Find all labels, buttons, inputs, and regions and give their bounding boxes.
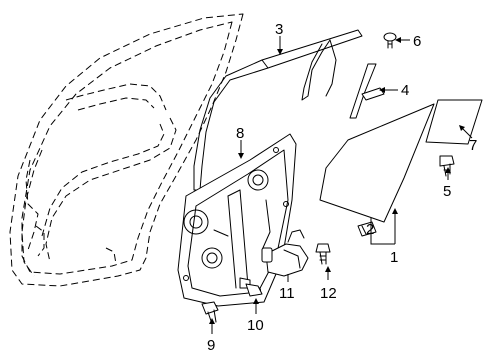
callout-10: 10	[247, 317, 264, 334]
callout-9: 9	[207, 337, 215, 354]
callout-8: 8	[236, 125, 244, 142]
callout-4: 4	[401, 82, 409, 99]
window-regulator-panel	[177, 133, 297, 307]
callout-11: 11	[279, 285, 295, 302]
screw-part-6	[383, 32, 397, 49]
door-glass	[319, 103, 435, 223]
callout-7: 7	[469, 137, 477, 154]
bolt-part-10	[239, 277, 263, 297]
door-shell-phantom-outline	[9, 13, 244, 287]
division-channel	[349, 63, 385, 119]
bolt-part-9	[201, 301, 219, 325]
bolt-part-12	[315, 243, 331, 265]
window-motor	[261, 229, 309, 277]
callout-5: 5	[443, 183, 451, 200]
callout-1: 1	[390, 249, 398, 266]
callout-labels: 1 2 3 4 5 6 7 8 9 10 11 12	[207, 21, 477, 354]
callout-3: 3	[275, 21, 283, 38]
callout-2: 2	[366, 221, 374, 238]
callout-12: 12	[320, 285, 337, 302]
leader-lines	[209, 36, 473, 334]
callout-6: 6	[413, 33, 421, 50]
bolt-part-5	[439, 155, 455, 177]
glass-run-channel	[193, 29, 363, 191]
quarter-glass	[425, 99, 483, 145]
